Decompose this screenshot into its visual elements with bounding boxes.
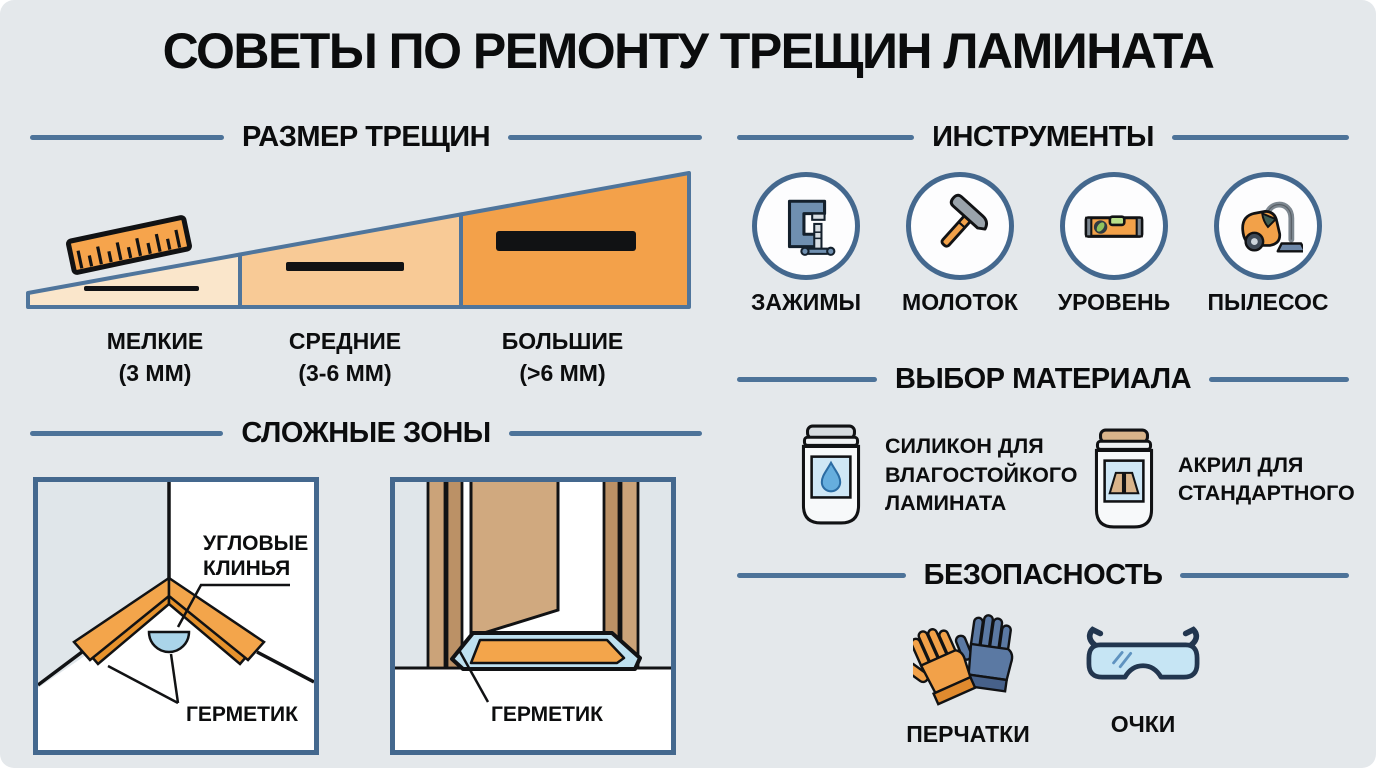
door-sealant-label: ГЕРМЕТИК	[491, 703, 603, 726]
door-drawing	[395, 482, 671, 703]
tool-item-clamps: ЗАЖИМЫ	[731, 172, 881, 316]
safety-label: ОЧКИ	[1110, 711, 1176, 737]
crack-line-small	[84, 286, 199, 291]
glove-orange	[904, 628, 977, 706]
silicone-jar-icon	[801, 424, 861, 525]
material-label: АКРИЛ ДЛЯ СТАНДАРТНОГО	[1178, 451, 1355, 508]
hammer-icon	[940, 193, 988, 248]
clamp-icon	[787, 199, 836, 256]
header-rule-right	[508, 431, 702, 436]
door-frame-icon	[426, 482, 640, 670]
label-line: КЛИНЬЯ	[203, 556, 291, 580]
wedge-segment-medium	[238, 212, 463, 309]
size-name: МЕЛКИЕ	[106, 328, 204, 354]
door-zone-diagram: ГЕРМЕТИК	[390, 477, 676, 755]
material-item-silicone: СИЛИКОН ДЛЯ ВЛАГОСТОЙКОГО ЛАМИНАТА	[793, 424, 1077, 526]
sealant-bead-icon	[147, 630, 191, 654]
section-header-safety: БЕЗОПАСНОСТЬ	[737, 559, 1350, 592]
tool-circle	[752, 172, 860, 280]
header-rule-right	[1171, 135, 1349, 140]
header-rule-left	[737, 573, 906, 578]
wall-shading-right	[638, 482, 671, 668]
size-name: СРЕДНИЕ	[288, 328, 402, 354]
safety-item-goggles: ОЧКИ	[1068, 612, 1218, 738]
corner-wedges-label: УГЛОВЫЕ КЛИНЬЯ	[203, 532, 308, 582]
crack-line-large	[496, 231, 636, 251]
header-rule-left	[30, 135, 224, 140]
section-title: РАЗМЕР ТРЕЩИН	[241, 121, 491, 153]
open-door-icon	[469, 482, 560, 640]
section-title: ИНСТРУМЕНТЫ	[932, 121, 1154, 153]
tool-circle	[1214, 172, 1322, 280]
label-line: ЛАМИНАТА	[885, 491, 1007, 516]
floor-line-right	[256, 650, 314, 684]
sealant-leader-line	[457, 649, 490, 703]
material-item-acrylic: АКРИЛ ДЛЯ СТАНДАРТНОГО	[1086, 428, 1355, 530]
size-range: (3-6 ММ)	[298, 359, 392, 386]
header-rule-right	[1209, 377, 1349, 382]
vacuum-icon	[1241, 201, 1303, 253]
section-title: БЕЗОПАСНОСТЬ	[923, 559, 1163, 591]
sealant-leader-line-1	[169, 653, 180, 704]
label-line: УГЛОВЫЕ	[203, 532, 309, 555]
tool-circle	[906, 172, 1014, 280]
crack-size-label-medium: СРЕДНИЕ (3-6 ММ)	[250, 326, 440, 389]
water-drop-icon	[820, 460, 842, 493]
material-label: СИЛИКОН ДЛЯ ВЛАГОСТОЙКОГО ЛАМИНАТА	[885, 432, 1077, 517]
sealant-leader-line-2	[107, 664, 179, 705]
size-range: (>6 ММ)	[519, 359, 606, 386]
label-line: ВЛАГОСТОЙКОГО	[885, 462, 1078, 487]
section-title: ВЫБОР МАТЕРИАЛА	[894, 363, 1192, 395]
tool-item-level: УРОВЕНЬ	[1039, 172, 1189, 316]
label-line: СИЛИКОН ДЛЯ	[885, 434, 1044, 459]
corner-sealant-label: ГЕРМЕТИК	[186, 703, 298, 726]
section-title: СЛОЖНЫЕ ЗОНЫ	[241, 417, 491, 449]
tool-label: УРОВЕНЬ	[1057, 289, 1171, 315]
acrylic-jar-icon	[1094, 428, 1154, 529]
tool-item-vacuum: ПЫЛЕСОС	[1193, 172, 1343, 316]
corner-drawing	[38, 482, 314, 705]
ruler-icon	[66, 215, 192, 275]
tool-label: ПЫЛЕСОС	[1207, 289, 1329, 315]
tool-label: ЗАЖИМЫ	[750, 289, 861, 315]
wedges-leader-line	[176, 583, 290, 628]
page-title: СОВЕТЫ ПО РЕМОНТУ ТРЕЩИН ЛАМИНАТА	[162, 23, 1215, 79]
safety-label: ПЕРЧАТКИ	[906, 721, 1030, 747]
label-line: СТАНДАРТНОГО	[1178, 481, 1355, 505]
section-header-crack-size: РАЗМЕР ТРЕЩИН	[30, 121, 703, 154]
threshold-strip-icon	[469, 638, 626, 665]
size-range: (3 ММ)	[118, 359, 192, 386]
tool-item-hammer: МОЛОТОК	[885, 172, 1035, 316]
section-header-difficult-zones: СЛОЖНЫЕ ЗОНЫ	[30, 417, 702, 450]
safety-item-gloves: ПЕРЧАТКИ	[893, 612, 1043, 748]
tool-circle	[1060, 172, 1168, 280]
crack-size-wedge-diagram	[26, 171, 691, 309]
tool-label: МОЛОТОК	[902, 289, 1018, 315]
level-icon	[1084, 215, 1144, 238]
header-rule-left	[30, 431, 224, 436]
label-line: АКРИЛ ДЛЯ	[1178, 452, 1304, 477]
header-rule-left	[737, 135, 915, 140]
gloves-icon	[904, 614, 1014, 706]
wall-shading	[38, 482, 169, 688]
crack-size-label-small: МЕЛКИЕ (3 ММ)	[60, 326, 250, 389]
header-rule-left	[737, 377, 877, 382]
laminate-planks-icon	[1108, 471, 1140, 495]
crack-size-label-large: БОЛЬШИЕ (>6 ММ)	[465, 326, 660, 389]
section-header-materials: ВЫБОР МАТЕРИАЛА	[737, 363, 1349, 396]
header-rule-right	[508, 135, 703, 140]
header-rule-right	[1180, 573, 1350, 578]
goggles-icon	[1086, 626, 1200, 680]
wall-shading-left	[395, 482, 428, 668]
floor-line-left	[38, 650, 84, 687]
size-name: БОЛЬШИЕ	[501, 328, 624, 354]
corner-zone-diagram: УГЛОВЫЕ КЛИНЬЯ ГЕРМЕТИК	[33, 477, 319, 755]
crack-line-medium	[286, 262, 404, 271]
section-header-tools: ИНСТРУМЕНТЫ	[737, 121, 1349, 154]
